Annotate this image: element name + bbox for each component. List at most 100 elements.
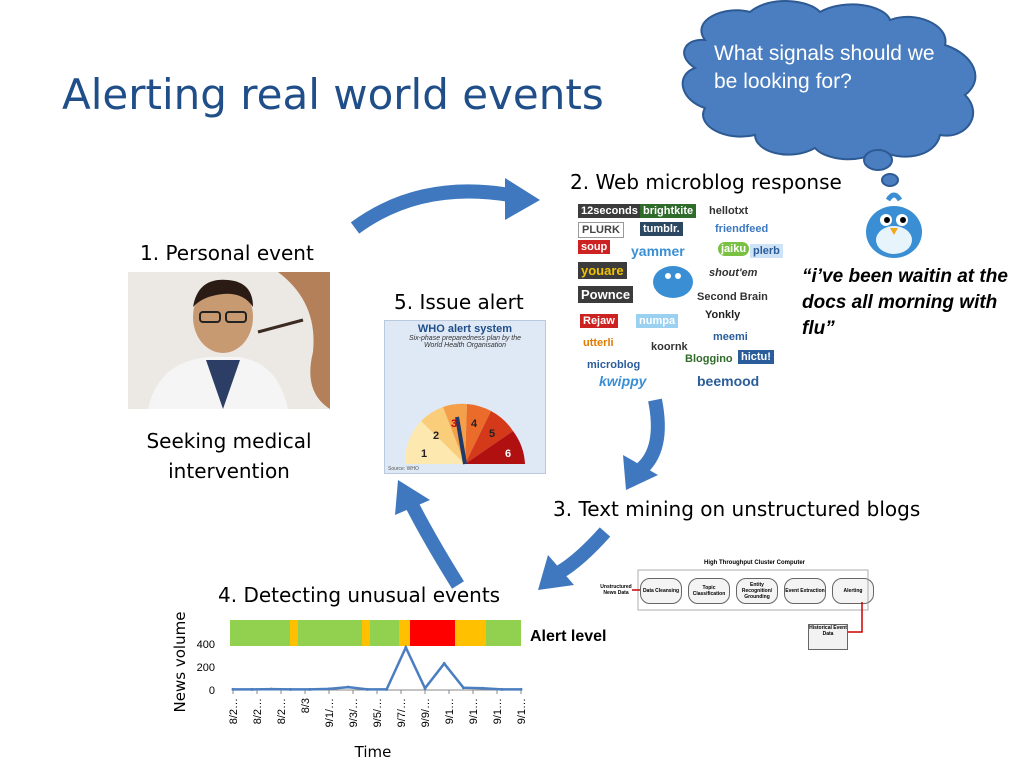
data-point: [289, 687, 293, 691]
who-phase-label: 5: [489, 428, 495, 440]
pipeline-stage: Event Extraction: [784, 578, 826, 604]
y-tick-label: 400: [197, 639, 215, 651]
logo-item: numpa: [636, 314, 679, 328]
data-point: [250, 687, 254, 691]
thought-cloud: [681, 0, 977, 187]
logo-item: 12seconds: [578, 204, 641, 218]
x-tick-label: 9/1…: [444, 698, 456, 724]
logo-item: kwippy: [599, 373, 647, 389]
pipeline-stage: Alerting: [832, 578, 874, 604]
logo-item: Second Brain: [697, 291, 768, 303]
data-point: [461, 686, 465, 690]
x-axis-label: Time: [354, 743, 392, 761]
alert-segment-orange: [362, 620, 370, 646]
tweet-quote: “i’ve been waitin at the docs all mornin…: [802, 266, 1008, 339]
pipeline-stage: Topic Classification: [688, 578, 730, 604]
logo-item: Yonkly: [705, 309, 741, 321]
data-point: [231, 687, 235, 691]
doctor-photo: [128, 272, 330, 409]
who-phase-label: 1: [421, 448, 427, 460]
x-tick-label: 9/5/…: [372, 698, 384, 727]
arrow-down-left-icon: [538, 555, 574, 590]
data-point: [269, 687, 273, 691]
pipeline-store: Historical Event Data: [808, 624, 848, 650]
arrow-right-icon: [505, 178, 540, 220]
logo-item: soup: [578, 240, 611, 254]
data-point: [385, 687, 389, 691]
step-issue-alert: 5. Issue alert: [394, 290, 524, 314]
twitter-bird-small-icon: [653, 266, 693, 298]
alert-segment-orange: [455, 620, 486, 646]
logo-item: tumblr.: [640, 222, 683, 236]
logo-item: Bloggino: [685, 353, 733, 365]
arrow-down-icon: [623, 455, 658, 490]
data-point: [481, 686, 485, 690]
x-tick-label: 9/1…: [492, 698, 504, 724]
alert-segment-orange: [289, 620, 299, 646]
slide-title: Alerting real world events: [62, 70, 604, 119]
x-tick-label: 9/7/…: [396, 698, 408, 727]
who-subtitle: Six-phase preparedness plan by the World…: [408, 335, 522, 349]
logo-item: jaiku: [718, 242, 750, 256]
logo-item: utterli: [583, 337, 614, 349]
logo-item: brightkite: [640, 204, 697, 218]
logo-item: plerb: [750, 244, 783, 258]
logo-item: shout'em: [709, 267, 758, 279]
x-tick-label: 9/1…: [468, 698, 480, 724]
alert-segment-orange: [398, 620, 411, 646]
x-tick-label: 9/1…: [516, 698, 528, 724]
data-point: [346, 685, 350, 689]
logo-item: koornk: [651, 341, 688, 353]
seeking-medical-label: Seeking medical intervention: [146, 429, 312, 483]
logo-item: microblog: [587, 359, 641, 371]
data-point: [404, 645, 408, 649]
logo-item: Rejaw: [580, 314, 618, 328]
x-tick-label: 8/2…: [228, 698, 240, 724]
who-source: Source: WHO: [388, 466, 419, 472]
pipeline-input: Unstructured News Data: [600, 584, 632, 596]
logo-item: PLURK: [578, 222, 624, 238]
step-personal-event: 1. Personal event: [140, 241, 314, 265]
logo-item: Pownce: [578, 286, 634, 303]
pipeline-connectors: [632, 569, 869, 633]
logo-item: yammer: [631, 243, 685, 259]
who-phase-label: 3: [451, 418, 457, 430]
twitter-bird-icon: [866, 192, 922, 258]
data-point: [365, 687, 369, 691]
x-tick-label: 8/2…: [252, 698, 264, 724]
logo-item: youare: [578, 262, 627, 279]
x-tick-label: 9/3/…: [348, 698, 360, 727]
logo-item: beemood: [697, 373, 760, 389]
pipeline-diagram: High Throughput Cluster Computer Unstruc…: [600, 560, 900, 655]
alert-segment-green: [369, 620, 399, 646]
who-gauge: 1 2 3 4 5 6: [404, 403, 525, 465]
data-point: [519, 687, 523, 691]
who-alert-chart: WHO alert system Six-phase preparedness …: [384, 320, 546, 474]
microblog-logos: 12seconds brightkite hellotxt PLURK tumb…: [578, 202, 783, 392]
alert-level-bar: [230, 620, 521, 646]
step-text-mining: 3. Text mining on unstructured blogs: [553, 497, 921, 521]
step-microblog: 2. Web microblog response: [570, 170, 842, 194]
x-tick-label: 9/1/…: [324, 698, 336, 727]
alert-level-label: Alert level: [530, 628, 607, 645]
logo-item: meemi: [713, 331, 748, 343]
arrow-up-icon: [395, 480, 430, 515]
x-tick-label: 8/2…: [276, 698, 288, 724]
y-axis-label: News volume: [171, 612, 189, 713]
alert-segment-green: [230, 620, 290, 646]
data-point: [327, 687, 331, 691]
who-title: WHO alert system: [417, 323, 513, 335]
who-phase-label: 2: [433, 430, 439, 442]
who-phase-label: 6: [505, 448, 511, 460]
x-tick-label: 9/9/…: [420, 698, 432, 727]
data-point: [308, 687, 312, 691]
pipeline-stage: Data Cleansing: [640, 578, 682, 604]
y-tick-label: 200: [197, 662, 215, 674]
alert-segment-red: [410, 620, 456, 646]
alert-segment-green: [298, 620, 363, 646]
thought-text: What signals should we be looking for?: [714, 42, 935, 93]
x-tick-label: 8/3: [300, 698, 312, 713]
logo-item: hictu!: [738, 350, 774, 364]
data-point: [500, 687, 504, 691]
